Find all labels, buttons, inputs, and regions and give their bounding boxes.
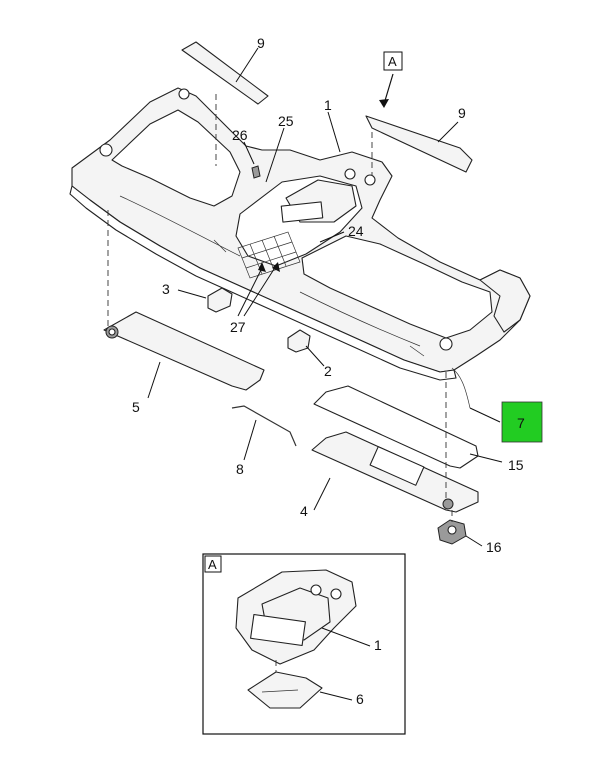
alignment-lines <box>107 94 453 522</box>
callout-6-detail: 6 <box>356 691 364 707</box>
arrowhead-27b <box>272 262 280 272</box>
callout-25: 25 <box>278 113 294 129</box>
callout-16: 16 <box>486 539 502 555</box>
clip-26 <box>251 165 261 179</box>
visor-clip-2 <box>287 329 311 353</box>
detail-box-a <box>202 553 406 735</box>
mesh-filter-right <box>365 115 473 173</box>
sun-visor-right-15 <box>313 385 479 469</box>
sun-visor-left <box>103 311 265 391</box>
headliner-console <box>69 87 531 409</box>
callout-2: 2 <box>324 363 332 379</box>
callout-26: 26 <box>232 127 248 143</box>
callout-27: 27 <box>230 319 246 335</box>
callout-9-right: 9 <box>458 105 466 121</box>
callout-24: 24 <box>348 223 364 239</box>
callout-15: 15 <box>508 457 524 473</box>
detail-box-tag-a: A <box>208 557 217 572</box>
callout-9-left: 9 <box>257 35 265 51</box>
sun-visor-right-4 <box>311 431 479 513</box>
callout-5: 5 <box>132 399 140 415</box>
mesh-filter-left <box>181 41 269 105</box>
detail-tag-a: A <box>388 54 397 69</box>
leader-lines <box>147 47 503 701</box>
callout-7: 7 <box>517 415 525 431</box>
wire-part-8 <box>231 405 297 447</box>
callout-1-detail: 1 <box>374 637 382 653</box>
callout-1: 1 <box>324 97 332 113</box>
visor-bracket-16 <box>437 519 467 545</box>
callout-4: 4 <box>300 503 308 519</box>
visor-clip-3 <box>207 287 233 313</box>
arrowhead-27a <box>258 262 266 272</box>
detail-reference-a <box>379 51 403 108</box>
callout-8: 8 <box>236 461 244 477</box>
callout-3: 3 <box>162 281 170 297</box>
highlight-box-7 <box>501 401 543 443</box>
